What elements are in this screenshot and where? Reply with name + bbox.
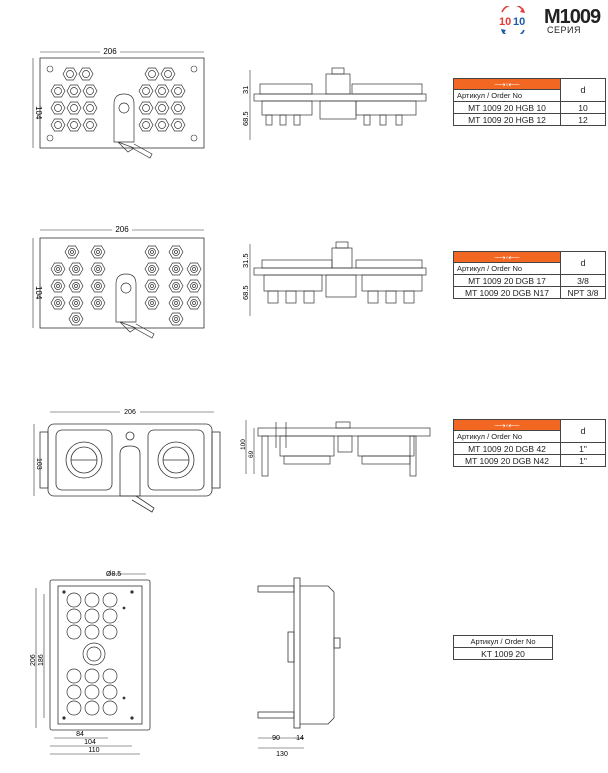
table-2-d-header: d [560,251,606,275]
table-1-header-bar: ⟶◦⟵ [453,78,561,90]
b4-s1-label: 90 [272,735,280,742]
table-2-label: Артикул / Order No [453,262,561,275]
b3-side-top-label: 100 [240,439,247,450]
block1-top-view: 206 104 [32,46,205,159]
block1-side-view: 31 68.5 [241,67,427,140]
b2-width-label: 206 [115,225,129,234]
block4-front-view: Ø8.5 206 186 84 104 110 [30,571,151,755]
table-1-label: Артикул / Order No [453,89,561,102]
table-row: MT 1009 20 DGB N42 1" [453,454,606,467]
table-4: Артикул / Order No KT 1009 20 [453,635,553,660]
b1-height-label: 104 [34,106,43,120]
b4-s2-label: 14 [296,735,304,742]
model-title: M1009 [544,6,601,28]
b4-w2-label: 104 [84,739,96,746]
table-4-label: Артикул / Order No [453,635,553,648]
b4-h1-label: 206 [30,654,37,666]
icon-number-left: 10 [499,16,511,28]
table-row: MT 1009 20 DGB 17 3/8 [453,274,606,287]
block3-top-view: 206 103 [33,406,221,513]
b3-side-bottom-label: 69 [248,450,255,458]
block2-top-view: 206 104 [32,224,205,339]
block4-side-view: 90 14 130 [257,577,341,758]
table-3: ⟶◦⟵ d Артикул / Order No MT 1009 20 DGB … [453,419,606,467]
b1-side-top-label: 31 [241,86,250,94]
table-2: ⟶◦⟵ d Артикул / Order No MT 1009 20 DGB … [453,251,606,299]
b1-width-label: 206 [103,47,117,56]
table-row: MT 1009 20 DGB N17 NPT 3/8 [453,286,606,299]
b4-w3-label: 110 [88,747,99,754]
series-label: СЕРИЯ [547,25,581,35]
b4-s3-label: 130 [276,751,288,758]
b2-side-bottom-label: 68.5 [241,285,250,300]
block2-side-view: 31.5 68.5 [241,241,427,316]
table-1-d-header: d [560,78,606,102]
table-row: MT 1009 20 HGB 10 10 [453,101,606,114]
table-2-header-bar: ⟶◦⟵ [453,251,561,263]
b2-height-label: 104 [34,286,43,300]
b2-side-top-label: 31.5 [241,253,250,268]
icon-number-right: 10 [513,16,525,28]
b3-width-label: 206 [124,409,136,416]
b3-height-label: 103 [35,458,42,470]
block3-side-view: 100 69 [240,420,431,477]
table-3-label: Артикул / Order No [453,430,561,443]
table-row: KT 1009 20 [453,647,553,660]
table-1: ⟶◦⟵ d Артикул / Order No MT 1009 20 HGB … [453,78,606,126]
cycle-icon: 10 10 [499,6,525,34]
table-3-d-header: d [560,419,606,443]
header-logo: 10 10 M1009 СЕРИЯ [494,6,604,36]
table-row: MT 1009 20 HGB 12 12 [453,113,606,126]
b4-w1-label: 84 [76,731,84,738]
table-row: MT 1009 20 DGB 42 1" [453,442,606,455]
b4-hole-label: Ø8.5 [106,571,121,578]
b4-h2-label: 186 [38,654,45,666]
table-3-header-bar: ⟶◦⟵ [453,419,561,431]
b1-side-bottom-label: 68.5 [241,111,250,126]
